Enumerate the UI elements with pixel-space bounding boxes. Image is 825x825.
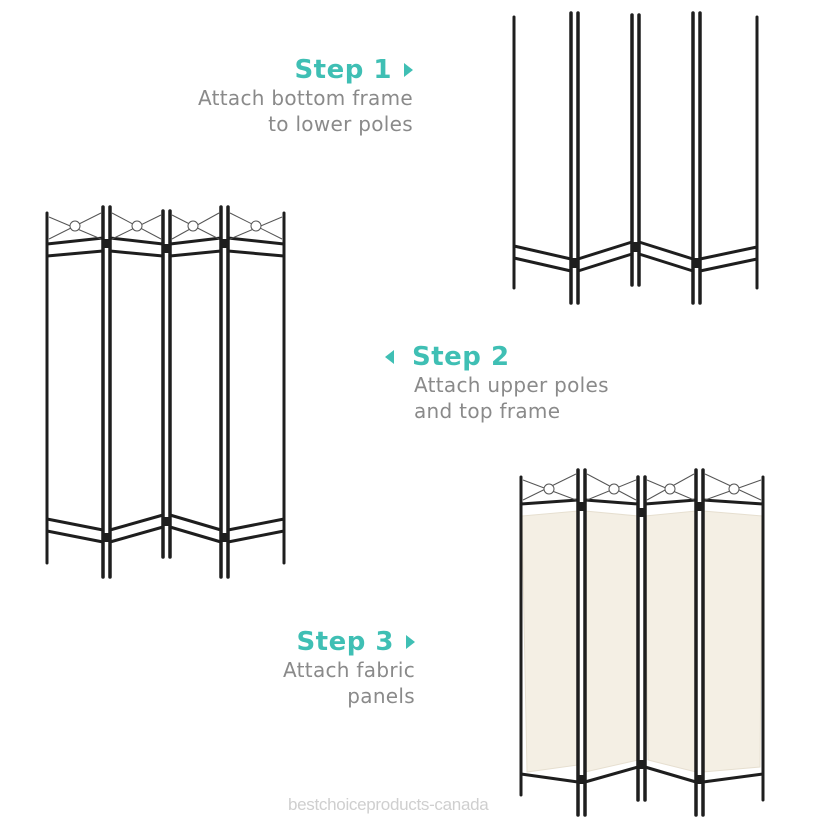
step-2-title: Step 2 [412, 342, 510, 372]
step-2-title-row: Step 2 [385, 342, 609, 372]
step-2-block: Step 2 Attach upper poles and top frame [385, 342, 609, 424]
step-3-description-line-1: Attach fabric [283, 658, 415, 682]
step-3-illustration [505, 460, 785, 820]
watermark: bestchoiceproducts-canada [288, 795, 489, 814]
step-2-description-line-2: and top frame [414, 399, 561, 423]
room-divider-frame-icon [45, 205, 286, 579]
step-3-title: Step 3 [296, 627, 394, 657]
arrow-right-icon [406, 635, 415, 649]
room-divider-fabric-icon [519, 468, 765, 817]
arrow-left-icon [385, 350, 394, 364]
step-1-title-row: Step 1 [198, 55, 413, 85]
room-divider-bottom-frame-icon [512, 11, 759, 305]
step-1-description-line-2: to lower poles [268, 112, 413, 136]
step-2-illustration [30, 195, 300, 585]
step-1-title: Step 1 [294, 55, 392, 85]
step-1-description-line-1: Attach bottom frame [198, 86, 413, 110]
arrow-right-icon [404, 63, 413, 77]
step-2-description-line-1: Attach upper poles [414, 373, 609, 397]
step-1-illustration [500, 10, 780, 310]
step-3-block: Step 3 Attach fabric panels [283, 627, 415, 709]
step-1-block: Step 1 Attach bottom frame to lower pole… [198, 55, 413, 137]
step-3-description-line-2: panels [347, 684, 415, 708]
step-3-title-row: Step 3 [283, 627, 415, 657]
